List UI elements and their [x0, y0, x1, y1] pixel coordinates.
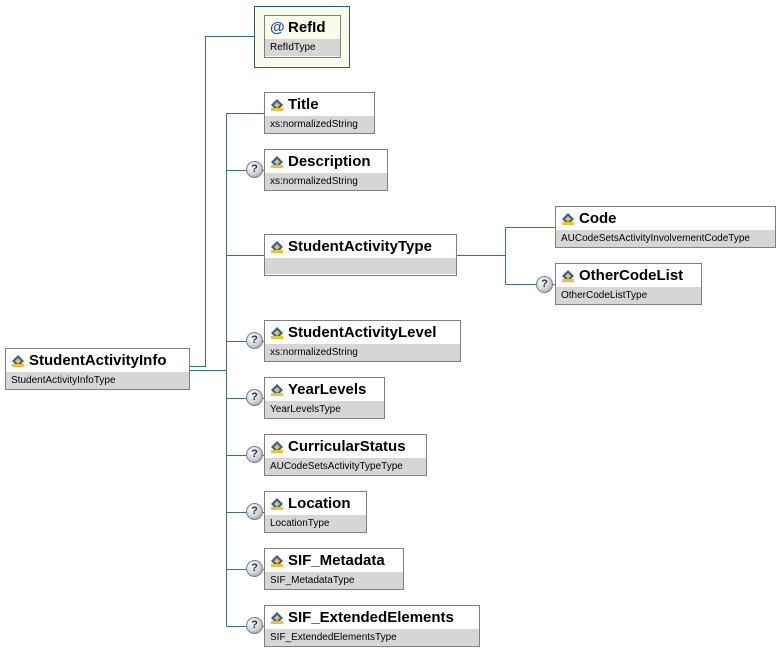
attribute-icon: @ — [270, 19, 285, 36]
element-node-othercodelist[interactable]: OtherCodeList OtherCodeListType — [555, 263, 702, 305]
optional-question-icon: ? — [246, 332, 263, 349]
optional-question-icon: ? — [246, 503, 263, 520]
node-type: SIF_MetadataType — [265, 572, 403, 589]
node-type: RefIdType — [265, 39, 340, 56]
optional-question-icon: ? — [246, 161, 263, 178]
element-node-studentactivitytype[interactable]: StudentActivityType — [264, 234, 457, 276]
node-type: YearLevelsType — [265, 401, 384, 418]
element-icon — [11, 354, 25, 368]
optional-question-icon: ? — [246, 617, 263, 634]
element-icon — [270, 155, 284, 169]
optional-question-icon: ? — [536, 276, 553, 293]
optional-question-icon: ? — [246, 446, 263, 463]
element-node-sif-extendedelements[interactable]: SIF_ExtendedElements SIF_ExtendedElement… — [264, 605, 480, 647]
node-name: Code — [579, 210, 617, 227]
element-icon — [270, 98, 284, 112]
optional-question-icon: ? — [246, 560, 263, 577]
node-type: LocationType — [265, 515, 366, 532]
element-node-code[interactable]: Code AUCodeSetsActivityInvolvementCodeTy… — [555, 206, 776, 248]
element-node-location[interactable]: Location LocationType — [264, 491, 367, 533]
node-type: AUCodeSetsActivityTypeType — [265, 458, 426, 475]
element-icon — [270, 554, 284, 568]
element-node-sif-metadata[interactable]: SIF_Metadata SIF_MetadataType — [264, 548, 404, 590]
element-icon — [270, 240, 284, 254]
element-icon — [270, 497, 284, 511]
node-name: Title — [288, 96, 319, 113]
node-name: SIF_ExtendedElements — [288, 609, 454, 626]
element-icon — [561, 269, 575, 283]
node-name: SIF_Metadata — [288, 552, 385, 569]
element-icon — [270, 440, 284, 454]
node-type: xs:normalizedString — [265, 116, 374, 133]
optional-question-icon: ? — [246, 389, 263, 406]
node-name: StudentActivityInfo — [29, 352, 167, 369]
node-name: Description — [288, 153, 371, 170]
node-name: YearLevels — [288, 381, 367, 398]
element-icon — [270, 326, 284, 340]
root-element-node[interactable]: StudentActivityInfo StudentActivityInfoT… — [5, 348, 190, 390]
node-type: OtherCodeListType — [556, 287, 701, 304]
node-name: OtherCodeList — [579, 267, 684, 284]
node-type — [265, 258, 456, 274]
element-node-studentactivitylevel[interactable]: StudentActivityLevel xs:normalizedString — [264, 320, 461, 362]
attribute-node-refid[interactable]: @ RefId RefIdType — [264, 15, 341, 58]
node-type: xs:normalizedString — [265, 344, 460, 361]
node-type: StudentActivityInfoType — [6, 372, 189, 389]
element-icon — [270, 611, 284, 625]
node-type: xs:normalizedString — [265, 173, 387, 190]
element-icon — [270, 383, 284, 397]
node-type: AUCodeSetsActivityInvolvementCodeType — [556, 230, 775, 247]
element-icon — [561, 212, 575, 226]
node-name: RefId — [288, 19, 326, 36]
node-name: CurricularStatus — [288, 438, 406, 455]
node-name: Location — [288, 495, 351, 512]
element-node-curricularstatus[interactable]: CurricularStatus AUCodeSetsActivityTypeT… — [264, 434, 427, 476]
node-name: StudentActivityLevel — [288, 324, 437, 341]
node-type: SIF_ExtendedElementsType — [265, 629, 479, 646]
attribute-group: @ RefId RefIdType — [254, 6, 350, 68]
element-node-yearlevels[interactable]: YearLevels YearLevelsType — [264, 377, 385, 419]
node-name: StudentActivityType — [288, 238, 432, 255]
element-node-description[interactable]: Description xs:normalizedString — [264, 149, 388, 191]
element-node-title[interactable]: Title xs:normalizedString — [264, 92, 375, 134]
